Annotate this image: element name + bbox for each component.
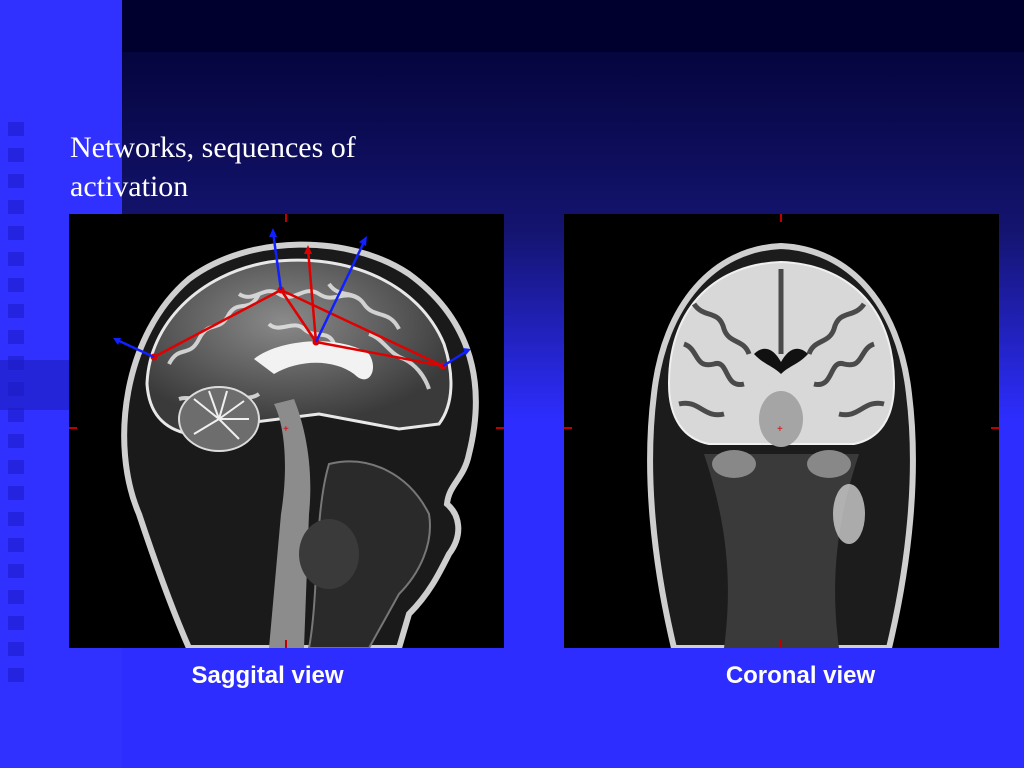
decorative-squares (8, 122, 24, 682)
slide-title: Networks, sequences of activation (70, 131, 356, 203)
projection-arrows (116, 231, 468, 368)
svg-text:+: + (283, 424, 289, 435)
sagittal-mri-image: + (69, 214, 504, 648)
coronal-mri-image: + (564, 214, 999, 648)
coronal-caption: Coronal view (725, 662, 876, 689)
network-edges (153, 248, 444, 368)
sagittal-caption: Saggital view (191, 662, 344, 689)
svg-text:+: + (777, 424, 783, 435)
